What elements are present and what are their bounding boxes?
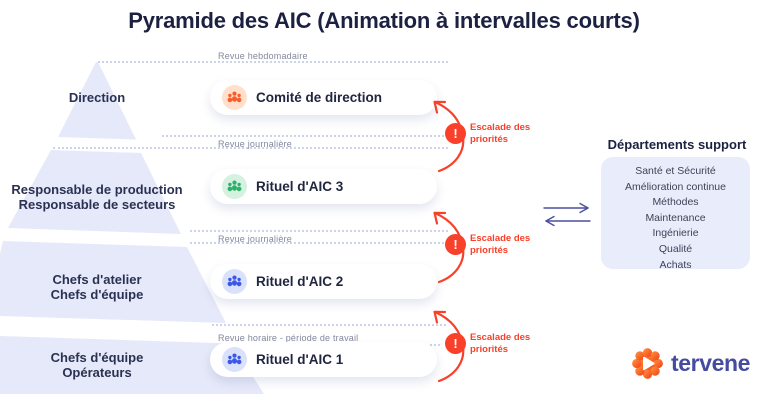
lane-review-label-hourly: Revue horaire - période de travail <box>218 333 359 343</box>
pyramid-level-label-direction: Direction <box>68 90 126 105</box>
ritual-card-aic-2: Rituel d'AIC 2 <box>210 264 437 299</box>
escalation-group-3: ! Escalade des priorités <box>425 305 535 385</box>
meeting-people-icon <box>222 85 247 110</box>
priority-alert-icon: ! <box>445 123 466 144</box>
lane-divider <box>190 242 448 244</box>
support-item: Santé et Sécurité <box>635 165 716 177</box>
ritual-card-comite-de-direction: Comité de direction <box>210 80 437 115</box>
escalation-label: Escalade des priorités <box>470 233 531 256</box>
priority-alert-icon: ! <box>445 234 466 255</box>
group-people-icon <box>222 269 247 294</box>
tervene-logo: tervene <box>629 345 750 382</box>
pyramid-tier-4 <box>0 336 264 394</box>
lane-divider <box>212 324 446 326</box>
priority-alert-icon: ! <box>445 333 466 354</box>
ritual-card-aic-3: Rituel d'AIC 3 <box>210 169 437 204</box>
escalation-group-2: ! Escalade des priorités <box>425 206 535 286</box>
group-people-icon <box>222 347 247 372</box>
exchange-arrows-icon <box>543 202 591 227</box>
ritual-card-label: Rituel d'AIC 3 <box>256 179 344 194</box>
lane-review-label-daily-3: Revue journalière <box>218 139 292 149</box>
tervene-gear-icon <box>632 348 663 379</box>
lane-review-label-weekly: Revue hebdomadaire <box>218 51 308 61</box>
escalation-group-1: ! Escalade des priorités <box>425 95 535 175</box>
pyramid-level-label-responsables: Responsable de production Responsable de… <box>11 182 183 212</box>
ritual-card-label: Rituel d'AIC 1 <box>256 352 344 367</box>
pyramid-tier-1 <box>58 62 136 140</box>
pyramid-level-label-chefs-atelier: Chefs d'atelier Chefs d'équipe <box>50 272 144 302</box>
lane-divider <box>53 147 448 149</box>
lane-review-label-daily-2: Revue journalière <box>218 234 292 244</box>
lane-divider <box>162 135 448 137</box>
support-box: Santé et Sécurité Amélioration continue … <box>601 157 750 271</box>
support-item: Ingénierie <box>652 227 699 240</box>
support-item: Qualité <box>658 242 693 255</box>
pyramid-level-label-operateurs: Chefs d'équipe Opérateurs <box>50 350 144 380</box>
ritual-card-label: Comité de direction <box>256 90 383 105</box>
group-people-icon <box>222 174 247 199</box>
support-item: Amélioration continue <box>625 180 726 193</box>
ritual-card-aic-1: Rituel d'AIC 1 <box>210 342 437 377</box>
support-item: Maintenance <box>645 211 706 224</box>
pyramid-tier-3 <box>0 241 226 323</box>
lane-divider <box>98 61 448 63</box>
support-heading: Départements support <box>607 137 747 152</box>
tervene-wordmark: tervene <box>671 350 751 376</box>
support-item: Méthodes <box>652 196 699 209</box>
pyramid-tier-2 <box>8 150 181 234</box>
page-title: Pyramide des AIC (Animation à intervalle… <box>128 8 640 33</box>
lane-divider <box>190 230 448 232</box>
ritual-card-label: Rituel d'AIC 2 <box>256 274 344 289</box>
escalation-label: Escalade des priorités <box>470 122 531 145</box>
escalation-label: Escalade des priorités <box>470 332 531 355</box>
support-item: Achats <box>659 258 692 271</box>
